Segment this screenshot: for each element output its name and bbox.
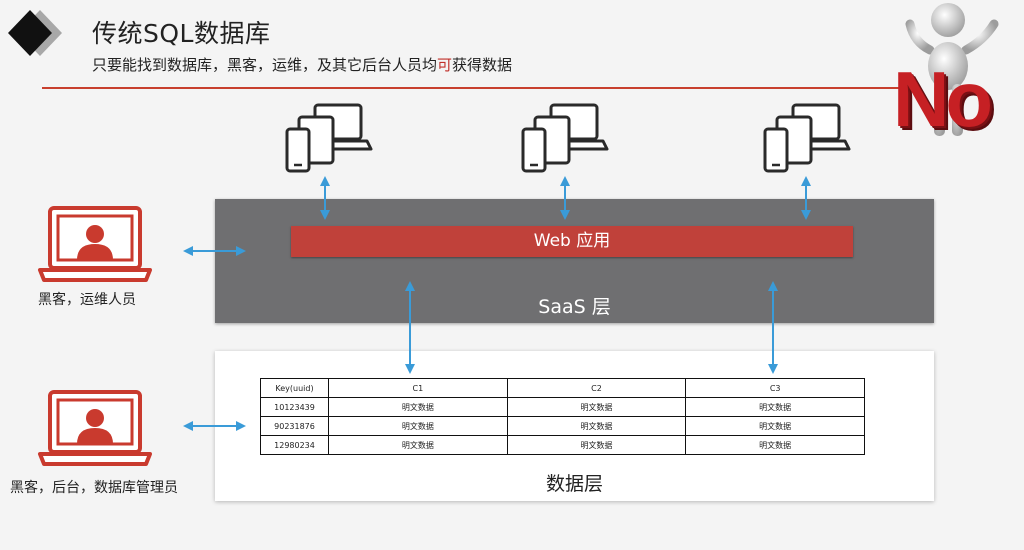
page-title: 传统SQL数据库 — [92, 19, 271, 48]
web-app-bar: Web 应用 — [291, 226, 853, 257]
table-header-row: Key(uuid) C1 C2 C3 — [260, 378, 865, 398]
data-table: Key(uuid) C1 C2 C3 10123439 明文数据 明文数据 明文… — [260, 378, 865, 455]
table-cell: 12980234 — [260, 435, 329, 455]
saas-layer-label: SaaS 层 — [538, 296, 611, 318]
data-layer-label: 数据层 — [545, 473, 603, 495]
table-row: 12980234 明文数据 明文数据 明文数据 — [260, 435, 865, 455]
saas-layer-box — [215, 199, 934, 323]
page-subtitle: 只要能找到数据库，黑客，运维，及其它后台人员均可获得数据 — [92, 56, 513, 74]
device-group-icon — [763, 103, 851, 173]
figure-no-icon — [905, 3, 999, 136]
subtitle-highlight: 可 — [437, 56, 453, 74]
laptop-user-icon — [38, 206, 152, 282]
no-badge: No — [893, 55, 993, 143]
device-group-icon — [521, 103, 609, 173]
laptop-user-icon — [38, 390, 152, 466]
table-row: 90231876 明文数据 明文数据 明文数据 — [260, 416, 865, 436]
diamond-logo-icon — [8, 10, 62, 56]
db-actor-label: 黑客，后台，数据库管理员 — [10, 480, 178, 496]
saas-actor-label: 黑客，运维人员 — [38, 292, 136, 308]
table-cell: 明文数据 — [328, 435, 508, 455]
header-divider — [42, 87, 912, 89]
table-row: 10123439 明文数据 明文数据 明文数据 — [260, 397, 865, 417]
device-group-icon — [285, 103, 373, 173]
table-cell: 明文数据 — [685, 435, 865, 455]
